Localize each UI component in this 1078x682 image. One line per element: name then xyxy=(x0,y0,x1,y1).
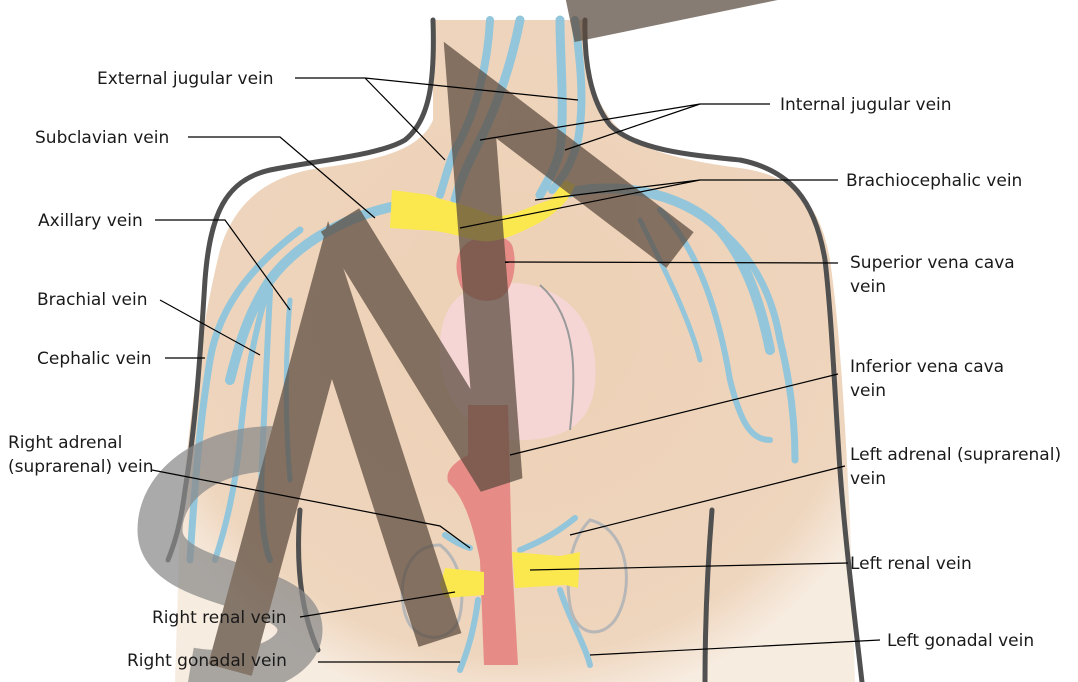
label-right-renal-vein: Right renal vein xyxy=(152,608,287,628)
label-left-adrenal-line2: vein xyxy=(850,469,886,489)
label-cephalic-vein: Cephalic vein xyxy=(37,349,152,369)
label-right-adrenal-line1: Right adrenal xyxy=(8,433,122,453)
label-internal-jugular-vein: Internal jugular vein xyxy=(780,95,952,115)
label-superior-vena-cava-line1: Superior vena cava xyxy=(850,253,1015,273)
label-subclavian-vein: Subclavian vein xyxy=(35,128,169,148)
label-inferior-vena-cava-line2: vein xyxy=(850,381,886,401)
label-right-gonadal-vein: Right gonadal vein xyxy=(127,651,287,671)
label-brachiocephalic-vein: Brachiocephalic vein xyxy=(846,171,1022,191)
label-brachial-vein: Brachial vein xyxy=(37,290,147,310)
label-left-adrenal-line1: Left adrenal (suprarenal) xyxy=(850,445,1061,465)
label-left-renal-vein: Left renal vein xyxy=(850,554,972,574)
label-inferior-vena-cava-line1: Inferior vena cava xyxy=(850,357,1004,377)
label-external-jugular-vein: External jugular vein xyxy=(97,69,274,89)
label-axillary-vein: Axillary vein xyxy=(38,211,143,231)
label-right-adrenal-line2: (suprarenal) vein xyxy=(8,457,154,477)
label-left-gonadal-vein: Left gonadal vein xyxy=(887,631,1034,651)
label-superior-vena-cava-line2: vein xyxy=(850,277,886,297)
watermark-p xyxy=(570,0,860,20)
